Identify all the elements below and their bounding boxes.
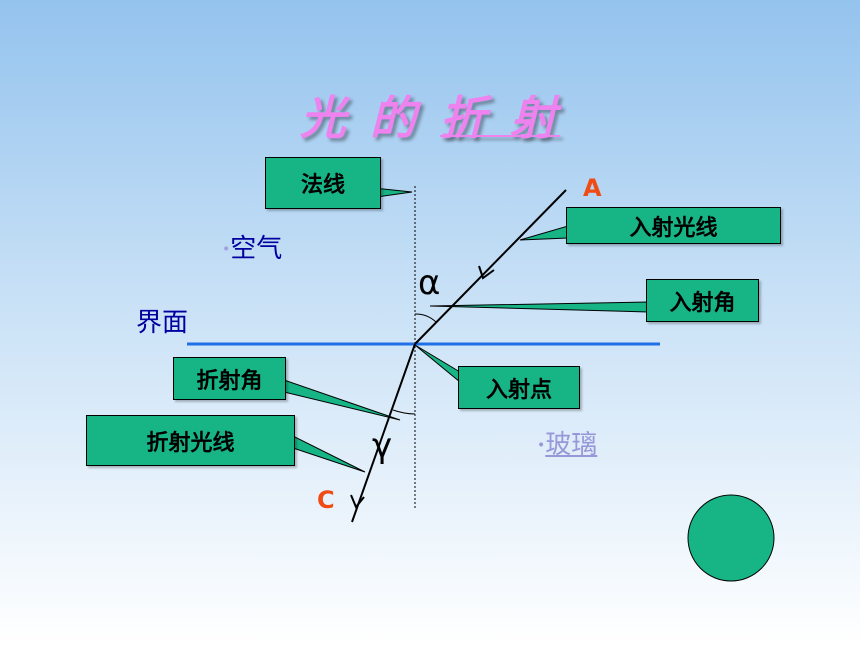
callout-normal: 法线 bbox=[265, 157, 381, 209]
incident-ray bbox=[414, 189, 567, 345]
callout-incident-ray: 入射光线 bbox=[566, 207, 781, 244]
pointer-refracted-ray bbox=[292, 435, 366, 473]
incident-angle-arc bbox=[414, 313, 437, 323]
callout-normal-label: 法线 bbox=[300, 173, 345, 198]
refracted-ray bbox=[351, 343, 416, 523]
callout-incident-angle: 入射角 bbox=[646, 279, 759, 322]
callout-refracted-ray: 折射光线 bbox=[86, 415, 295, 466]
decorative-circle bbox=[687, 494, 775, 582]
callout-incident-ray-label: 入射光线 bbox=[629, 215, 718, 241]
gamma-symbol: γ bbox=[372, 426, 393, 466]
pointer-incident-angle bbox=[429, 301, 649, 313]
alpha-symbol: α bbox=[418, 263, 441, 303]
title-link[interactable]: 折 射 bbox=[440, 91, 561, 145]
callout-refraction-angle-label: 折射角 bbox=[196, 368, 263, 394]
incident-arrowhead bbox=[478, 265, 495, 280]
pointer-incident-ray bbox=[519, 225, 569, 241]
point-a-label: A bbox=[583, 174, 602, 202]
glass-label: •玻璃 bbox=[537, 424, 597, 461]
callout-incident-point: 入射点 bbox=[458, 366, 580, 409]
callout-refraction-angle: 折射角 bbox=[173, 357, 286, 400]
callout-incident-angle-label: 入射角 bbox=[669, 290, 736, 316]
refracted-arrowhead bbox=[350, 494, 365, 509]
point-c-label: C bbox=[317, 486, 335, 514]
title-text: 光 的 bbox=[299, 91, 420, 145]
refraction-angle-arc bbox=[392, 409, 416, 415]
pointer-incident-point bbox=[414, 344, 461, 384]
pointer-refraction-angle bbox=[283, 379, 401, 421]
interface-label: 界面 bbox=[136, 308, 189, 338]
glass-bullet: • bbox=[537, 437, 546, 454]
callout-incident-point-label: 入射点 bbox=[485, 377, 552, 403]
glass-link[interactable]: 玻璃 bbox=[545, 430, 598, 460]
air-text: 空气 bbox=[230, 234, 283, 264]
callout-refracted-ray-label: 折射光线 bbox=[146, 430, 235, 456]
air-label: •空气 bbox=[222, 228, 282, 265]
slide-title: 光 的 折 射 bbox=[0, 82, 860, 148]
air-bullet: • bbox=[222, 241, 231, 258]
